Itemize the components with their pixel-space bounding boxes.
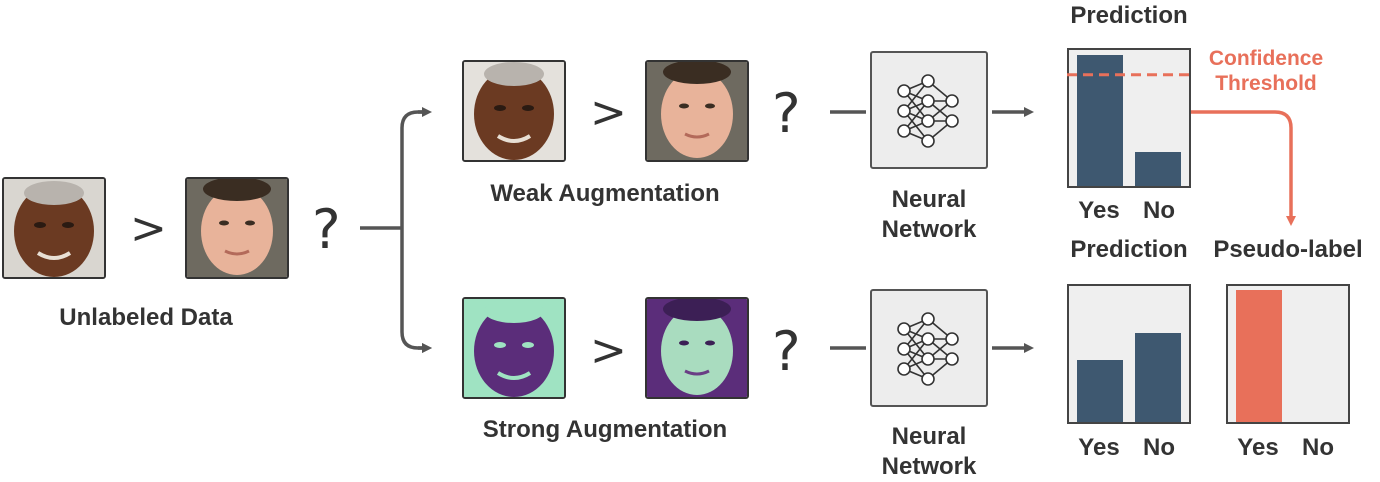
face-photo-b-strong — [645, 297, 749, 399]
tick-no: No — [1143, 197, 1175, 224]
label-prediction-top: Prediction — [1070, 2, 1188, 29]
greater-than-symbol: > — [130, 203, 167, 254]
label-prediction-bottom: Prediction — [1070, 236, 1188, 263]
bar-no — [1135, 333, 1181, 422]
bar-yes — [1077, 55, 1123, 186]
label-pseudo-label: Pseudo-label — [1213, 236, 1363, 263]
neural-network-top — [870, 51, 988, 169]
question-mark-symbol: ? — [772, 320, 801, 383]
face-photo-b-weak — [645, 60, 749, 162]
tick-no: No — [1143, 434, 1175, 461]
greater-than-symbol: > — [590, 325, 627, 376]
label-weak-augmentation: Weak Augmentation — [490, 180, 720, 207]
tick-yes: Yes — [1078, 197, 1120, 224]
label-neural-network-bottom: Neural Network — [881, 423, 977, 480]
face-photo-a-strong — [462, 297, 566, 399]
bar-no — [1135, 152, 1181, 186]
neural-network-icon — [897, 312, 959, 386]
chart-prediction-bottom — [1067, 284, 1191, 424]
tick-yes: Yes — [1078, 434, 1120, 461]
tick-yes: Yes — [1237, 434, 1279, 461]
label-strong-augmentation: Strong Augmentation — [482, 416, 728, 443]
tick-no: No — [1302, 434, 1334, 461]
face-photo-a-unlabeled — [2, 177, 106, 279]
label-confidence-threshold: Confidence Threshold — [1208, 47, 1324, 95]
neural-network-icon — [897, 74, 959, 148]
chart-pseudo-label — [1226, 284, 1350, 424]
question-mark-symbol: ? — [312, 198, 341, 261]
bar-yes — [1077, 360, 1123, 422]
question-mark-symbol: ? — [772, 82, 801, 145]
greater-than-symbol: > — [590, 87, 627, 138]
face-photo-a-weak — [462, 60, 566, 162]
arrow-to-pseudo-label — [1190, 110, 1296, 226]
neural-network-bottom — [870, 289, 988, 407]
face-photo-b-unlabeled — [185, 177, 289, 279]
label-unlabeled-data: Unlabeled Data — [59, 304, 233, 331]
chart-prediction-top — [1067, 48, 1191, 188]
bar-yes — [1236, 290, 1282, 422]
label-neural-network-top: Neural Network — [881, 186, 977, 243]
branch-connector — [360, 110, 428, 348]
